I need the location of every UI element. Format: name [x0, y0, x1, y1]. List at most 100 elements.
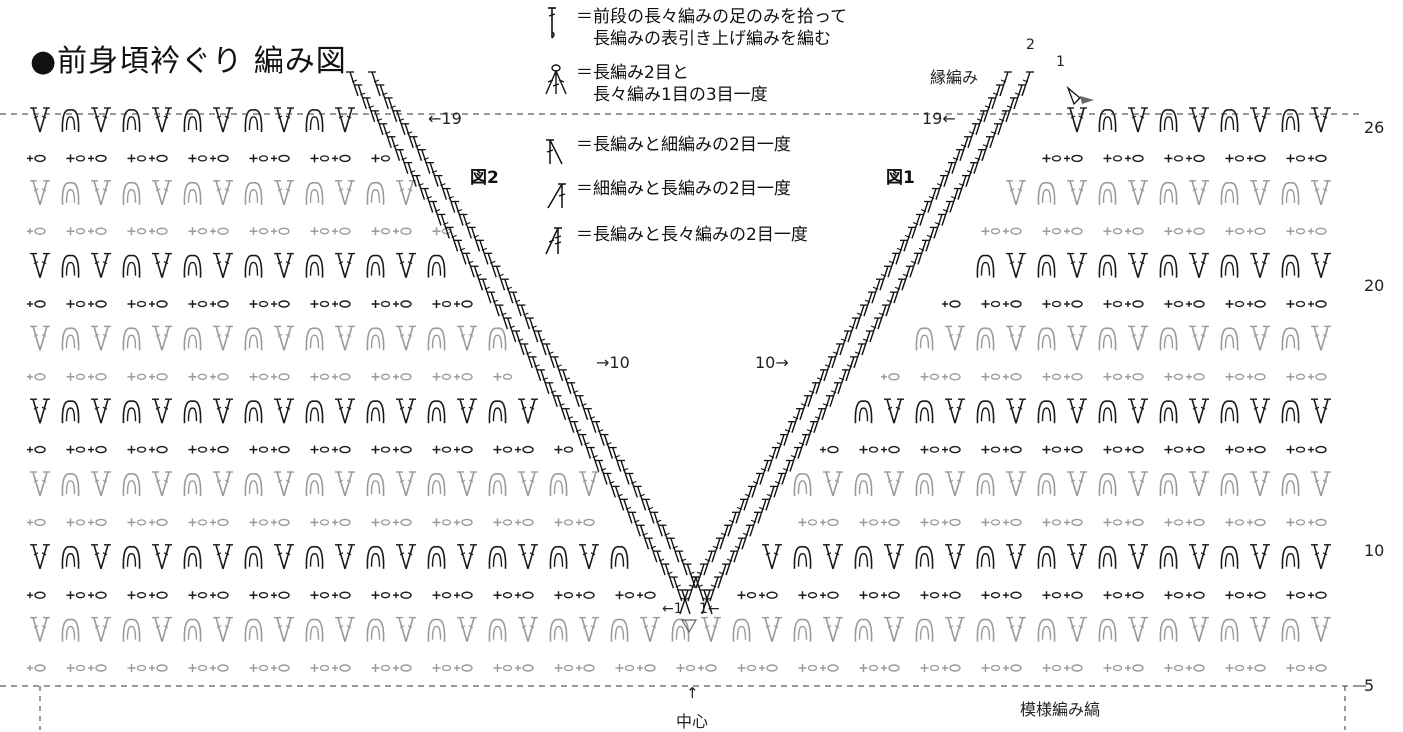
dc-bar [346, 188, 352, 192]
dc-bar [163, 625, 169, 629]
edge-tr-bar [926, 234, 933, 238]
chain-stitch [217, 154, 229, 163]
puff-inner [1163, 480, 1174, 495]
chain-stitch [400, 373, 412, 381]
chain-stitch [1234, 446, 1245, 453]
dc-bar [277, 333, 283, 337]
dc-bar [1009, 261, 1015, 265]
chain-stitch [1173, 446, 1184, 453]
edge-tr-bar [609, 480, 615, 484]
puff-stitch [793, 545, 812, 569]
chain-stitch [278, 300, 290, 308]
dc-stitch [215, 471, 224, 497]
dc-bar [224, 552, 230, 556]
dc-stitch [1137, 253, 1146, 278]
chain-stitch [319, 446, 330, 453]
puff-stitch [1159, 473, 1178, 497]
dc-stitch [1320, 107, 1329, 133]
arrow-right-10: 10→ [755, 353, 789, 372]
chain-stitch [339, 227, 351, 235]
dc-bar [224, 188, 230, 192]
puff-stitch [549, 545, 568, 569]
chain-stitch [156, 445, 168, 454]
dc-stitch [1008, 544, 1017, 570]
dc-stitch [459, 398, 468, 424]
dc-bar [948, 479, 954, 483]
edge-tr-stitch [917, 240, 927, 265]
chain-stitch [563, 664, 574, 672]
chain-stitch [136, 664, 147, 672]
puff-stitch [488, 618, 507, 642]
puff-inner [1041, 480, 1052, 495]
puff-stitch [183, 254, 202, 278]
edge-tr-stitch [390, 136, 401, 161]
puff-inner [1224, 480, 1235, 495]
edge-tr-stitch [949, 188, 959, 213]
dc-stitch [1015, 544, 1024, 570]
dc-stitch [1069, 617, 1078, 642]
edge-tr-stitch [829, 382, 839, 408]
dc-bar [338, 406, 344, 410]
dc-bar [1322, 479, 1328, 483]
dc-stitch [764, 617, 773, 642]
puff-inner [1163, 625, 1174, 640]
chain-stitch [929, 446, 940, 453]
dc-bar [33, 479, 39, 483]
dc-stitch [93, 544, 102, 570]
chain-stitch [400, 227, 412, 235]
dc-bar [468, 406, 474, 410]
dc-bar [468, 552, 474, 556]
row-number-26: 26 [1364, 118, 1385, 137]
edge-tr-bar [990, 131, 997, 135]
dc-bar [285, 115, 291, 119]
chain-stitch [1315, 445, 1327, 454]
edge-tr-bar [664, 532, 670, 536]
puff-stitch [488, 400, 507, 424]
dc-stitch [954, 617, 963, 642]
puff-stitch [183, 109, 202, 133]
puff-stitch [305, 109, 324, 133]
chain-stitch [136, 519, 147, 526]
chain-stitch [156, 591, 168, 599]
puff-inner [1041, 189, 1052, 203]
dc-stitch [1252, 544, 1261, 570]
dc-bar [94, 115, 100, 119]
dc-bar [712, 625, 718, 629]
dc-stitch [703, 617, 712, 642]
dc-bar [102, 479, 108, 483]
chain-stitch [1315, 227, 1327, 235]
puff-inner [1102, 189, 1113, 203]
edge-tr-bar [597, 429, 604, 433]
dc-stitch [954, 544, 963, 570]
edge-tr-bar [840, 338, 847, 342]
chain-stitch [888, 373, 900, 381]
edge-tr-stitch [387, 97, 398, 123]
puff-stitch [1037, 618, 1056, 642]
dc-bar [1322, 552, 1328, 556]
dc-stitch [1252, 471, 1261, 497]
puff-inner [1224, 625, 1235, 640]
puff-stitch [427, 400, 446, 424]
puff-stitch [976, 400, 995, 424]
dc-bar [216, 406, 222, 410]
puff-stitch [1098, 618, 1117, 642]
edge-tr-bar [904, 234, 911, 238]
symbol-legend: ＝前段の長々編みの足のみを拾って 長編みの表引き上げ編みを編む ＝長編み2目と … [540, 6, 900, 266]
edge-tr-bar [902, 273, 909, 277]
dc-bar [1253, 333, 1259, 337]
edge-tr-stitch [855, 304, 865, 330]
edge-tr-stitch [636, 486, 647, 511]
chain-stitch [1254, 445, 1266, 454]
dc-stitch [466, 617, 475, 642]
dc-bar [338, 333, 344, 337]
edge-tr-stitch [805, 421, 815, 446]
dc-stitch [39, 398, 48, 424]
dc-stitch [1130, 326, 1139, 351]
neck-edging [346, 71, 1094, 634]
edge-tr-bar [614, 455, 620, 459]
chain-stitch [75, 446, 86, 453]
puff-inner [187, 189, 198, 203]
dc-stitch [581, 544, 590, 570]
dc-stitch [344, 617, 353, 642]
chain-stitch [1132, 373, 1144, 381]
